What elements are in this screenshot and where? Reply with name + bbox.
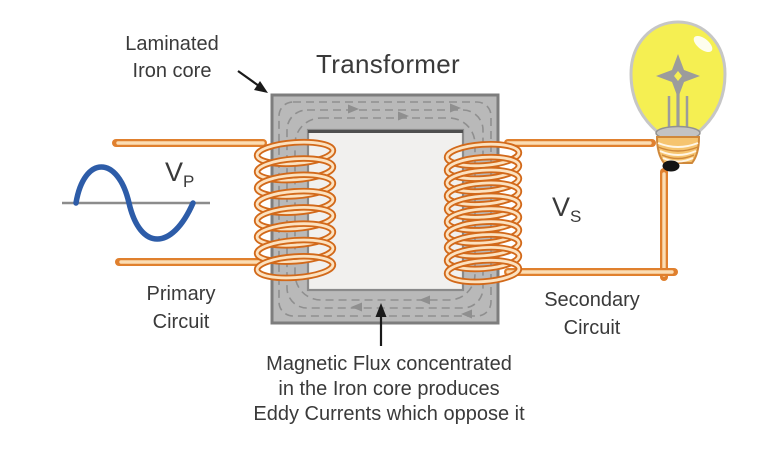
diagram-title: Transformer <box>316 49 460 79</box>
coil-turn <box>445 220 521 245</box>
coil-turn <box>255 238 335 264</box>
label-secondary-circuit: Secondary Circuit <box>544 289 640 339</box>
coil-turn <box>255 205 335 231</box>
coil-turn <box>445 168 521 193</box>
magnetic-flux-arrows <box>348 103 472 319</box>
coil-turn <box>445 246 521 271</box>
coil-turn <box>255 157 335 182</box>
label-flux-note: Magnetic Flux concentrated in the Iron c… <box>253 353 525 425</box>
bulb-filament <box>656 54 700 130</box>
light-bulb-icon <box>629 20 727 172</box>
label-secondary-voltage: VS <box>552 192 582 226</box>
coil-turn <box>445 142 521 168</box>
coil-turn <box>255 222 335 247</box>
coil-turn <box>255 173 335 198</box>
coil-turn <box>445 194 521 219</box>
primary-coil <box>253 138 337 282</box>
coil-turn <box>255 254 335 280</box>
label-primary-voltage: VP <box>165 157 195 191</box>
label-primary-circuit: Primary Circuit <box>146 283 216 333</box>
secondary-coil <box>443 140 523 286</box>
flux-pointer-arrow <box>375 303 387 346</box>
label-laminated-iron-core: Laminated Iron core <box>125 33 219 82</box>
secondary-wire-return <box>504 168 678 281</box>
coil-turn <box>445 181 521 206</box>
core-pointer-arrow <box>237 70 268 93</box>
coil-turn <box>445 207 521 232</box>
coil-turn <box>445 258 521 284</box>
coil-turn <box>255 140 335 166</box>
sine-wave-icon <box>62 164 210 242</box>
coil-turn <box>255 189 335 215</box>
coil-turn <box>445 155 521 181</box>
coil-turn <box>445 233 521 258</box>
